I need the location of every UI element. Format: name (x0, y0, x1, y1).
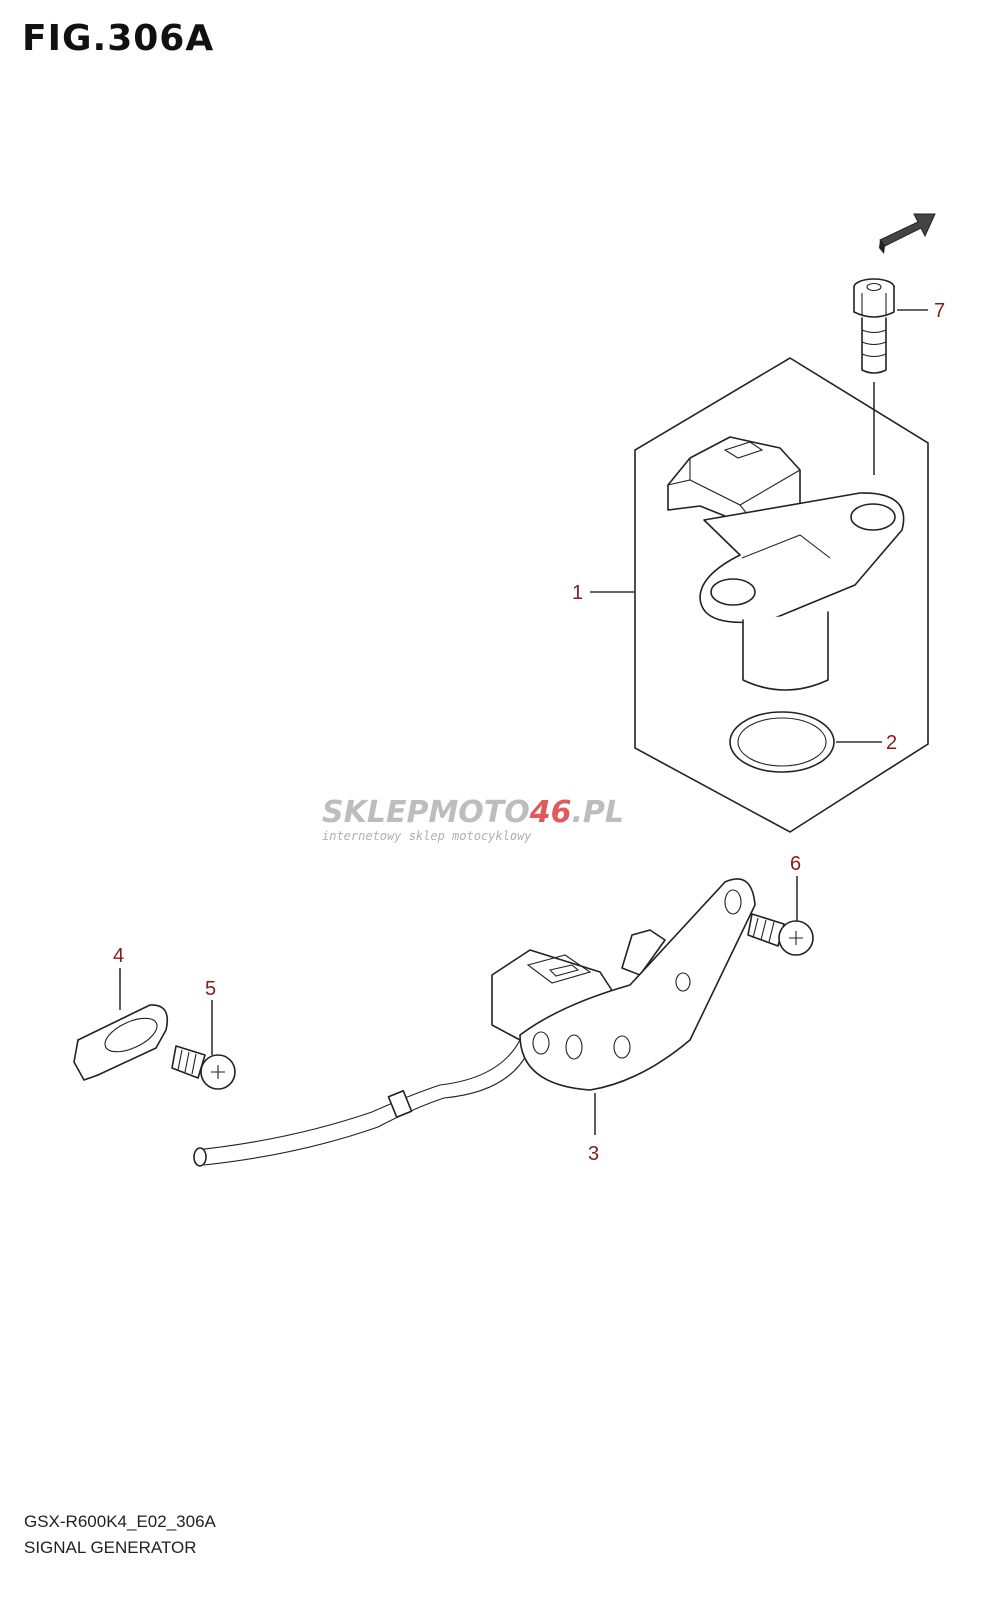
front-direction-arrow-icon (879, 213, 936, 254)
kit-group-boundary (634, 357, 929, 833)
watermark: SKLEPMOTO46.PL internetowy sklep motocyk… (322, 795, 624, 843)
watermark-brand: SKLEPMOTO46.PL (322, 795, 624, 830)
screw-5-drawing (171, 1045, 236, 1090)
diagram-section-name: SIGNAL GENERATOR (24, 1538, 197, 1557)
sensor-bracket-cable-drawing (193, 878, 756, 1167)
o-ring-drawing (729, 711, 835, 773)
callout-4: 4 (113, 945, 124, 967)
diagram-model-code: GSX-R600K4_E02_306A (24, 1512, 216, 1531)
screw-6-drawing (747, 913, 814, 956)
callout-2: 2 (886, 732, 897, 754)
callout-3: 3 (588, 1143, 599, 1165)
callout-1: 1 (572, 582, 583, 604)
bolt-7-drawing (853, 278, 895, 374)
callout-5: 5 (205, 978, 216, 1000)
watermark-tagline: internetowy sklep motocyklowy (322, 829, 532, 843)
signal-generator-sensor-drawing (667, 436, 905, 691)
callout-6: 6 (790, 853, 801, 875)
clamp-drawing (73, 1004, 169, 1081)
figure-title: FIG.306A (22, 18, 215, 59)
callout-7: 7 (934, 300, 945, 322)
